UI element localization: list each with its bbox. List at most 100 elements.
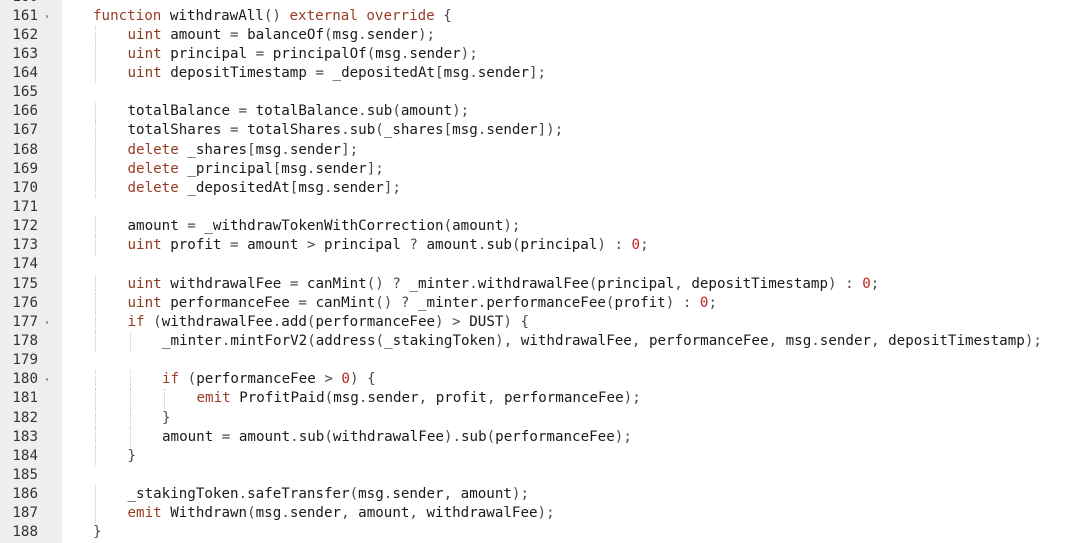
line-number: 164 (12, 65, 38, 82)
code-line[interactable]: 176 uint performanceFee = canMint() ? _mi… (0, 293, 1080, 313)
code-text: amount = amount.sub(withdrawalFee).sub(p… (162, 428, 632, 445)
indent-guide (95, 485, 96, 505)
indent-guide (95, 293, 96, 313)
code-text: } (162, 409, 171, 426)
line-number: 171 (12, 199, 38, 216)
code-text: emit Withdrawn(msg.sender, amount, withd… (127, 505, 555, 522)
indent-guide (95, 178, 96, 199)
code-text: _minter.mintForV2(address(_stakingToken)… (162, 333, 1042, 350)
indent-guide (95, 217, 96, 237)
line-number-gutter (0, 0, 62, 543)
line-number: 160 (0, 0, 38, 7)
code-line[interactable]: 162 uint amount = balanceOf(msg.sender); (0, 25, 1080, 45)
code-text: } (93, 524, 102, 541)
indent-guide (95, 312, 96, 333)
code-text: delete _principal[msg.sender]; (127, 160, 384, 177)
code-text: amount = _withdrawTokenWithCorrection(am… (127, 218, 521, 235)
indent-guide (95, 236, 96, 256)
code-line[interactable]: 181 emit ProfitPaid(msg.sender, profit, p… (0, 389, 1080, 409)
indent-guide (95, 389, 96, 409)
line-number: 179 (12, 352, 38, 369)
line-number: 185 (12, 467, 38, 484)
code-text: uint performanceFee = canMint() ? _minte… (127, 294, 718, 311)
chevron-down-icon[interactable]: ▾ (44, 375, 50, 385)
indent-guide (95, 427, 96, 447)
code-line[interactable]: 174 (0, 255, 1080, 274)
line-number: 169 (12, 160, 38, 177)
code-line[interactable]: 173 uint profit = amount > principal ? am… (0, 236, 1080, 256)
code-text: uint amount = balanceOf(msg.sender); (127, 26, 436, 43)
indent-guide (95, 25, 96, 45)
code-line[interactable]: 186 _stakingToken.safeTransfer(msg.sender… (0, 485, 1080, 505)
code-line[interactable]: 165 (0, 83, 1080, 102)
code-line[interactable]: 180▾if (performanceFee > 0) { (0, 370, 1080, 390)
code-text: emit ProfitPaid(msg.sender, profit, perf… (196, 390, 641, 407)
indent-guide (95, 408, 96, 428)
indent-guide (95, 446, 96, 467)
code-line[interactable]: 187 emit Withdrawn(msg.sender, amount, wi… (0, 504, 1080, 524)
code-text: uint principal = principalOf(msg.sender)… (127, 45, 478, 62)
line-number: 176 (12, 294, 38, 311)
line-number: 173 (12, 237, 38, 254)
line-number: 180 (12, 371, 38, 388)
code-text: delete _shares[msg.sender]; (127, 141, 359, 158)
code-line[interactable]: 184} (0, 446, 1080, 467)
indent-guide (95, 121, 96, 141)
line-number: 182 (12, 409, 38, 426)
line-number: 178 (12, 333, 38, 350)
indent-guide (95, 504, 96, 524)
line-number: 181 (12, 390, 38, 407)
indent-guide (164, 389, 165, 409)
chevron-down-icon[interactable]: ▾ (44, 11, 50, 21)
indent-guide (95, 370, 96, 390)
line-number: 161 (12, 7, 38, 24)
line-number: 174 (12, 256, 38, 273)
line-number: 172 (12, 218, 38, 235)
line-number: 184 (12, 447, 38, 464)
code-line[interactable]: 178 _minter.mintForV2(address(_stakingTok… (0, 332, 1080, 352)
indent-guide (95, 44, 96, 65)
code-line[interactable]: 182} (0, 408, 1080, 428)
code-text: } (127, 447, 137, 464)
line-number: 177 (12, 313, 38, 330)
code-line[interactable]: 160 (0, 0, 1080, 7)
indent-guide (95, 140, 96, 160)
code-line[interactable]: 169 delete _principal[msg.sender]; (0, 159, 1080, 179)
code-line[interactable]: 163 uint principal = principalOf(msg.send… (0, 44, 1080, 65)
code-text: if (withdrawalFee.add(performanceFee) > … (127, 313, 530, 330)
line-number: 165 (12, 84, 38, 101)
line-number: 188 (12, 524, 38, 541)
line-number: 170 (12, 179, 38, 196)
code-text: uint profit = amount > principal ? amoun… (127, 237, 649, 254)
code-line[interactable]: 179 (0, 351, 1080, 370)
indent-guide (95, 332, 96, 352)
code-line[interactable]: 183 amount = amount.sub(withdrawalFee).su… (0, 427, 1080, 447)
chevron-down-icon[interactable]: ▾ (44, 317, 50, 327)
line-number: 187 (12, 505, 38, 522)
indent-guide (95, 102, 96, 122)
code-line[interactable]: 188} (0, 523, 1080, 542)
indent-guide (129, 427, 131, 447)
code-line[interactable]: 172 amount = _withdrawTokenWithCorrection… (0, 217, 1080, 237)
indent-guide (129, 408, 131, 428)
line-number: 168 (12, 141, 38, 158)
code-line[interactable]: 185 (0, 466, 1080, 485)
code-text: _stakingToken.safeTransfer(msg.sender, a… (127, 486, 530, 503)
line-number: 183 (12, 428, 38, 445)
line-number: 162 (12, 26, 38, 43)
code-text: uint withdrawalFee = canMint() ? _minter… (127, 275, 880, 292)
code-line[interactable]: 171 (0, 198, 1080, 217)
indent-guide (95, 159, 96, 179)
code-line[interactable]: 168 delete _shares[msg.sender]; (0, 140, 1080, 160)
code-line[interactable]: 177 ▾ if (withdrawalFee.add(performanceFee… (0, 312, 1080, 333)
code-line[interactable]: 161▾function withdrawAll() external over… (0, 7, 1080, 26)
line-number: 186 (12, 486, 38, 503)
line-number: 163 (12, 45, 38, 62)
